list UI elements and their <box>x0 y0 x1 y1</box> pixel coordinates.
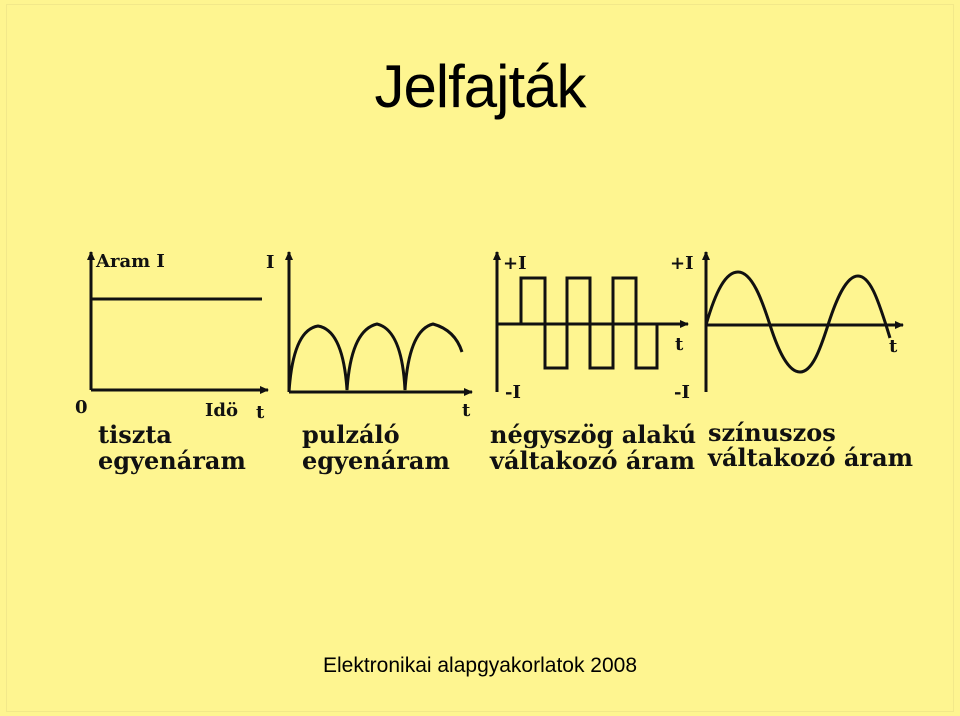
panel3-square-signal <box>497 276 659 370</box>
panel2-caption-line2: egyenáram <box>302 446 450 475</box>
slide-title: Jelfajták <box>374 53 586 120</box>
panel2-pulsating-signal <box>287 322 464 393</box>
panel4-pos-label: +I <box>670 253 694 274</box>
panel1-caption-line1: tiszta <box>98 420 172 449</box>
slide-frame <box>6 4 954 712</box>
panel-pulsating-dc: I t pulzáló egyenáram <box>266 251 473 475</box>
panel1-caption-line2: egyenáram <box>98 446 246 475</box>
panel-sine-ac: +I -I t színuszos váltakozó áram <box>670 251 913 472</box>
panel1-origin-label: 0 <box>75 397 88 418</box>
panel-square-ac: +I -I t négyszög alakú váltakozó áram <box>489 251 696 475</box>
panel4-neg-label: -I <box>674 382 690 403</box>
panel2-t-label: t <box>462 400 471 421</box>
panel-pure-dc: Aram I Idö t 0 tiszta egyenáram <box>75 251 269 475</box>
panel1-x-label: Idö <box>205 400 238 421</box>
panel4-sine-signal <box>704 270 892 374</box>
panel4-caption-line1: színuszos <box>708 418 836 447</box>
panel2-caption-line1: pulzáló <box>302 420 400 449</box>
panel3-pos-label: +I <box>503 253 527 274</box>
slide-footer: Elektronikai alapgyakorlatok 2008 <box>322 654 638 677</box>
panel3-caption-line2: váltakozó áram <box>489 446 695 475</box>
panel1-t-label: t <box>256 402 265 423</box>
panel3-neg-label: -I <box>505 382 521 403</box>
panel2-y-label: I <box>266 252 274 273</box>
panel1-y-label: Aram I <box>95 251 165 272</box>
panel4-t-label: t <box>889 336 898 357</box>
panel4-caption-line2: váltakozó áram <box>707 443 913 472</box>
panel3-caption-line1: négyszög alakú <box>490 420 696 449</box>
panel3-t-label: t <box>675 334 684 355</box>
